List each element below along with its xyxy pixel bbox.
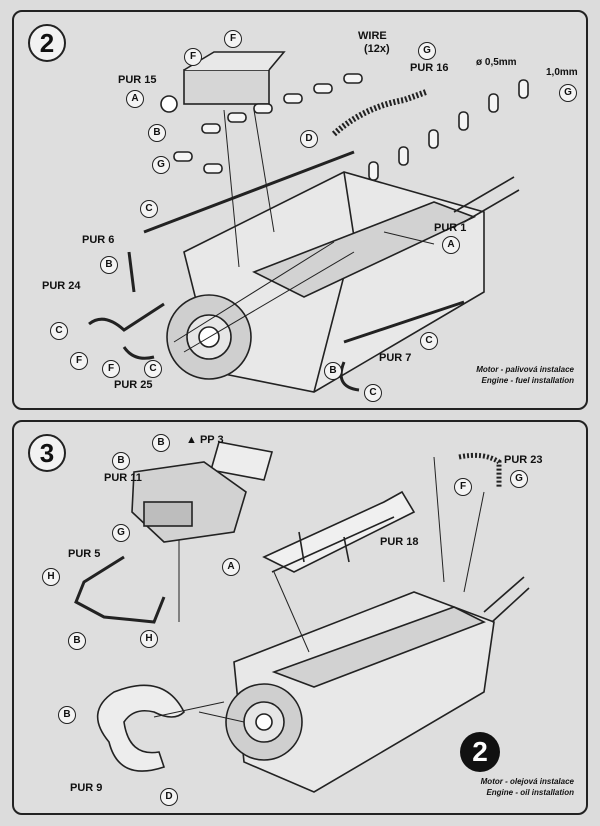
tag-f: F	[70, 352, 88, 370]
tag-c: C	[364, 384, 382, 402]
label-pur18: PUR 18	[380, 536, 419, 548]
tag-b: B	[112, 452, 130, 470]
tag-g: G	[418, 42, 436, 60]
label-pur5: PUR 5	[68, 548, 101, 560]
tag-b: B	[100, 256, 118, 274]
tag-c: C	[140, 200, 158, 218]
tag-g: G	[112, 524, 130, 542]
tag-b: B	[324, 362, 342, 380]
label-pp3-text: PP 3	[199, 434, 224, 446]
label-wire: WIRE	[358, 30, 387, 42]
tag-f: F	[224, 30, 242, 48]
tag-d: D	[300, 130, 318, 148]
tag-g: G	[510, 470, 528, 488]
tag-g: G	[152, 156, 170, 174]
tag-b: B	[68, 632, 86, 650]
step-3-panel: 3	[12, 420, 588, 815]
tag-c: C	[420, 332, 438, 350]
tag-d: D	[160, 788, 178, 806]
tag-f: F	[102, 360, 120, 378]
tag-b: B	[152, 434, 170, 452]
tag-b: B	[58, 706, 76, 724]
tag-f: F	[454, 478, 472, 496]
caption-en: Engine - oil installation	[486, 788, 574, 797]
label-pur15: PUR 15	[118, 74, 157, 86]
label-pur1: PUR 1	[434, 222, 467, 234]
tag-a: A	[442, 236, 460, 254]
label-pur25: PUR 25	[114, 379, 153, 391]
tag-c: C	[144, 360, 162, 378]
tag-b: B	[148, 124, 166, 142]
step-number: 3	[28, 434, 66, 472]
caption-cz: Motor - palivová instalace	[476, 365, 574, 374]
tag-c: C	[50, 322, 68, 340]
reference-step-badge: 2	[460, 732, 500, 772]
fuel-installation-drawing	[88, 51, 529, 393]
label-wire-count: (12x)	[364, 43, 390, 55]
label-pur16: PUR 16	[410, 62, 449, 74]
step-2-panel: 2	[12, 10, 588, 410]
tag-h: H	[140, 630, 158, 648]
caption: Motor - olejová instalace Engine - oil i…	[481, 776, 574, 798]
label-pur6: PUR 6	[82, 234, 115, 246]
oil-installation-drawing	[74, 441, 530, 793]
label-dim-diameter: ø 0,5mm	[476, 57, 517, 68]
label-pur9: PUR 9	[70, 782, 103, 794]
tag-a: A	[222, 558, 240, 576]
step-number: 2	[28, 24, 66, 62]
caption-cz: Motor - olejová instalace	[480, 777, 574, 786]
tag-a: A	[126, 90, 144, 108]
label-pp3: ▲ PP 3	[186, 434, 224, 446]
tag-g: G	[559, 84, 577, 102]
label-pur7: PUR 7	[379, 352, 412, 364]
caption: Motor - palivová instalace Engine - fuel…	[476, 364, 574, 386]
label-pur23: PUR 23	[504, 454, 543, 466]
tag-f: F	[184, 48, 202, 66]
label-pur11: PUR 11	[104, 472, 142, 484]
tag-h: H	[42, 568, 60, 586]
label-pur24: PUR 24	[42, 280, 81, 292]
label-dim-length: 1,0mm	[546, 67, 578, 78]
caption-en: Engine - fuel installation	[481, 376, 574, 385]
